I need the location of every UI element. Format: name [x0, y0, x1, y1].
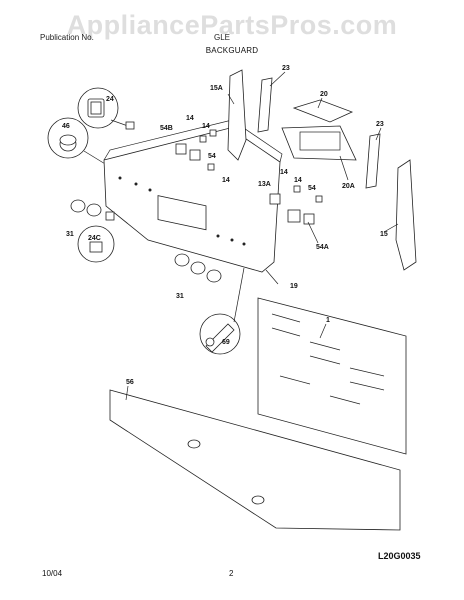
callout-23-b: 23: [376, 121, 384, 128]
callout-14-c: 14: [222, 177, 230, 184]
callout-56: 56: [126, 379, 134, 386]
knob-cap-icon: [59, 134, 77, 152]
watermark: AppliancePartsPros.com: [66, 10, 398, 40]
callout-14-b: 14: [202, 123, 210, 130]
end-bracket-left: [227, 69, 247, 161]
diagram-code: L20G0035: [378, 551, 421, 561]
end-bracket-right: [395, 159, 417, 271]
callout-14-e: 14: [294, 177, 302, 184]
infinite-switches: [175, 129, 323, 225]
detail-circle-screw-69: [199, 267, 245, 355]
rear-cover-panel: [257, 297, 407, 455]
leader-lines: [125, 71, 399, 401]
callout-20a: 20A: [342, 183, 355, 190]
callout-1: 1: [326, 317, 330, 324]
screw-icon: [205, 323, 235, 353]
callout-14-a: 14: [186, 115, 194, 122]
callout-24: 24: [106, 96, 114, 103]
callout-54a: 54A: [316, 244, 329, 251]
knob-set-left: [70, 199, 115, 221]
callout-23-a: 23: [282, 65, 290, 72]
callout-54-a: 54: [208, 153, 216, 160]
electronic-clock-control: [281, 99, 357, 161]
callout-14-d: 14: [280, 169, 288, 176]
model-label: GLE: [214, 33, 231, 42]
callout-13a: 13A: [258, 181, 271, 188]
publication-label: Publication No.: [40, 33, 94, 42]
callout-69: 69: [222, 339, 230, 346]
bracket-23-right: [365, 133, 381, 189]
detail-circle-switch-24: 24: [77, 87, 135, 130]
detail-circle-knob-46: 46: [47, 117, 116, 171]
footer-date: 10/04: [42, 569, 63, 578]
callout-31-bottom: 31: [176, 293, 184, 300]
switch-part-small: [125, 121, 135, 130]
callout-15: 15: [380, 231, 388, 238]
callout-24c: 24C: [88, 235, 101, 242]
callout-46: 46: [62, 123, 70, 130]
detail-circle-switch-24c: [77, 225, 115, 263]
footer-page-number: 2: [229, 569, 234, 578]
knob-set-right: [174, 253, 222, 283]
callout-31-left: 31: [66, 231, 74, 238]
bracket-23-left: [257, 77, 273, 133]
lower-back-panel: [109, 389, 401, 531]
callout-54-b: 54: [308, 185, 316, 192]
callout-15a: 15A: [210, 85, 223, 92]
rocker-switch-icon: [87, 98, 105, 118]
callout-20: 20: [320, 91, 328, 98]
callout-19: 19: [290, 283, 298, 290]
section-title: BACKGUARD: [205, 46, 259, 55]
backguard-panel: [103, 119, 283, 273]
callout-54b: 54B: [160, 125, 173, 132]
